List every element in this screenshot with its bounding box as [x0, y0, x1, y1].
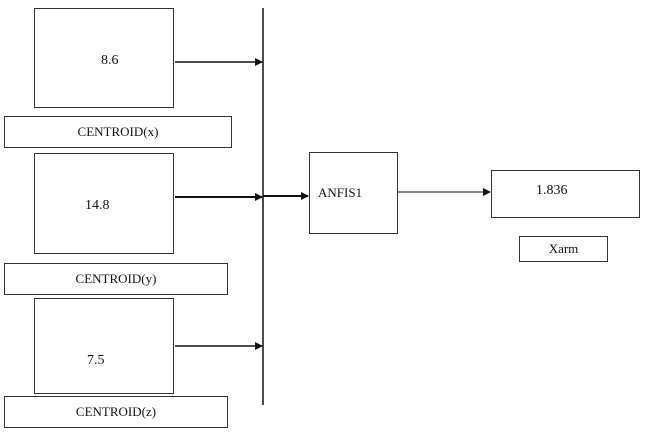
- output-label: Xarm: [519, 236, 608, 262]
- output-box: 1.836: [491, 170, 640, 218]
- output-value: 1.836: [536, 183, 568, 198]
- input-box-y: 14.8: [34, 153, 174, 254]
- input-label-z: CENTROID(z): [4, 396, 228, 428]
- input-value-x: 8.6: [101, 53, 119, 68]
- input-label-y: CENTROID(y): [4, 263, 228, 295]
- input-box-x: 8.6: [34, 8, 174, 108]
- anfis-label: ANFIS1: [318, 185, 363, 200]
- input-value-y: 14.8: [85, 198, 110, 213]
- anfis-block: ANFIS1: [309, 152, 398, 234]
- input-box-z: 7.5: [34, 298, 174, 394]
- input-label-x: CENTROID(x): [4, 116, 232, 148]
- input-value-z: 7.5: [87, 353, 105, 368]
